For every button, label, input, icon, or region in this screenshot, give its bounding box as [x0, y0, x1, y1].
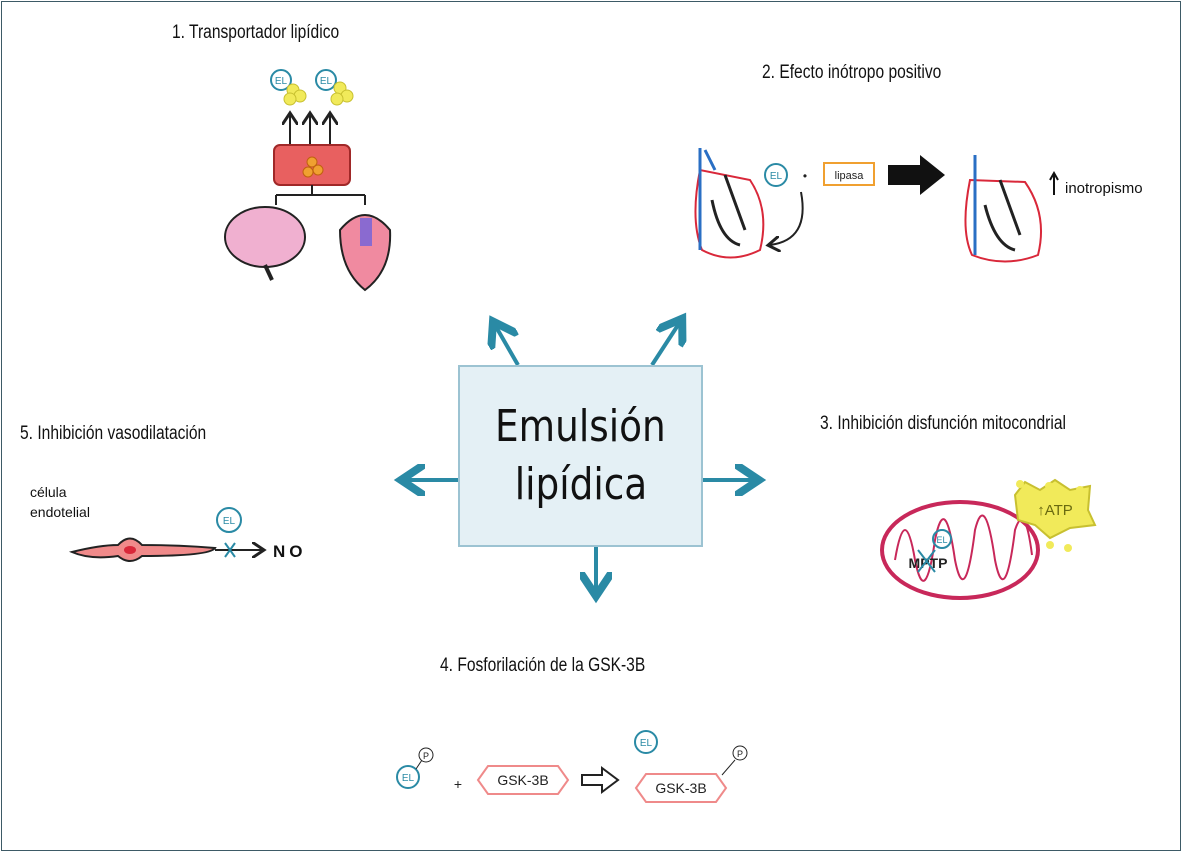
el-badge — [634, 730, 658, 754]
svg-text:lipasa: lipasa — [835, 170, 865, 182]
title-mechanism-4: 4. Fosforilación de la GSK-3B — [440, 655, 646, 676]
heart-icon — [964, 178, 1042, 263]
svg-text:•: • — [803, 169, 807, 183]
phosphate-icon — [732, 745, 748, 761]
big-arrow-icon — [888, 155, 945, 195]
center-arrows — [405, 322, 755, 592]
title-mechanism-1: 1. Transportador lipídico — [172, 22, 340, 43]
svg-text:↑ATP: ↑ATP — [1037, 502, 1073, 519]
svg-text:endotelial: endotelial — [30, 504, 90, 520]
inotropic-illustration: EL • lipasa inotropismo — [694, 148, 1143, 263]
title-mechanism-2: 2. Efecto inótropo positivo — [762, 62, 942, 83]
outline-arrow-icon — [581, 766, 620, 794]
svg-text:EL: EL — [320, 76, 333, 87]
arrow-to-2 — [650, 322, 680, 367]
mitochondrion-icon — [880, 500, 1040, 600]
el-badge — [315, 69, 337, 91]
arrow-to-1 — [495, 325, 520, 366]
el-badge — [216, 507, 242, 533]
block-x-icon — [224, 542, 236, 558]
heart-icon — [694, 168, 765, 259]
brain-icon — [224, 206, 306, 268]
mitochondria-illustration: ↑ATP EL MPTP — [880, 478, 1097, 600]
title-mechanism-3: 3. Inhibición disfunción mitocondrial — [820, 413, 1066, 434]
center-title-line2: lipídica — [514, 459, 647, 510]
center-title-line1: Emulsión — [495, 401, 666, 452]
lipid-transporter-illustration: EL EL — [224, 69, 392, 292]
svg-text:EL: EL — [275, 76, 288, 87]
lipase-box — [823, 162, 875, 186]
svg-text:EL: EL — [640, 738, 653, 749]
svg-text:GSK-3B: GSK-3B — [497, 772, 548, 788]
svg-text:EL: EL — [223, 516, 236, 527]
el-badge — [932, 529, 952, 549]
svg-text:EL: EL — [936, 535, 947, 545]
endothelial-cell — [68, 537, 217, 562]
phosphate-icon — [418, 747, 434, 763]
el-badge — [396, 765, 420, 789]
svg-text:EL: EL — [770, 171, 783, 182]
center-box: Emulsión lipídica — [458, 365, 703, 547]
svg-text:célula: célula — [30, 484, 67, 500]
gsk-hexagon — [634, 773, 728, 803]
gsk-hexagon — [476, 765, 570, 795]
svg-text:GSK-3B: GSK-3B — [655, 780, 706, 796]
svg-text:NO: NO — [273, 542, 307, 561]
title-mechanism-5: 5. Inhibición vasodilatación — [20, 423, 207, 444]
svg-text:inotropismo: inotropismo — [1065, 180, 1143, 197]
atp-burst — [1013, 478, 1097, 540]
el-badge — [270, 69, 292, 91]
svg-text:P: P — [423, 751, 429, 761]
svg-text:+: + — [454, 776, 462, 792]
heart-icon — [338, 214, 392, 292]
svg-text:P: P — [737, 749, 743, 759]
el-badge — [764, 163, 788, 187]
svg-text:EL: EL — [402, 773, 415, 784]
gsk3b-illustration: EL P + GSK-3B EL GSK-3B P — [396, 730, 748, 803]
endothelial-illustration: célula endotelial EL NO — [30, 484, 307, 562]
up-arrow-icon — [1049, 170, 1059, 195]
